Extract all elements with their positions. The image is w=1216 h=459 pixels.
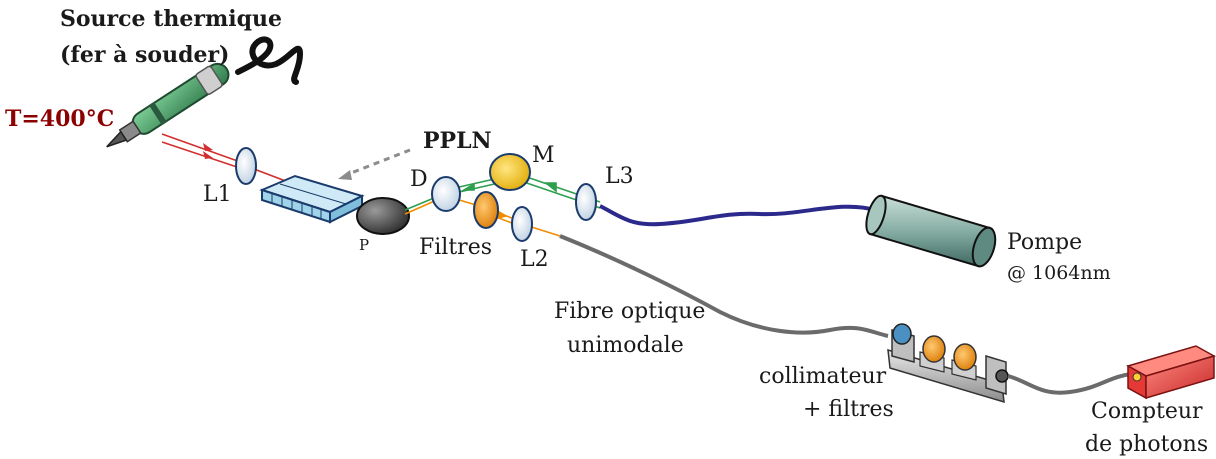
l3-label: L3 xyxy=(605,164,634,189)
p-label: P xyxy=(359,236,369,254)
d-label: D xyxy=(410,167,428,192)
collimateur-label-line1: collimateur xyxy=(759,364,887,389)
collimateur-label-line2: + filtres xyxy=(803,397,894,422)
m-label: M xyxy=(532,143,555,168)
source-title-line2: (fer à souder) xyxy=(60,42,229,68)
mirror-m xyxy=(489,153,531,191)
counter-fiber xyxy=(1007,372,1133,395)
ppln-pointer xyxy=(338,148,411,180)
pompe-label-line1: Pompe xyxy=(1007,230,1082,255)
filter xyxy=(473,191,499,229)
dichroic-d xyxy=(431,176,461,212)
soldering-iron-icon xyxy=(106,36,304,148)
lens-l2 xyxy=(511,206,533,242)
ppln-label: PPLN xyxy=(423,128,492,154)
source-title-line1: Source thermique xyxy=(60,6,282,32)
fibre-label-line2: unimodale xyxy=(567,333,684,358)
l2-label: L2 xyxy=(520,247,549,272)
compteur-label-line2: de photons xyxy=(1085,432,1208,457)
pompe-label-line2: @ 1064nm xyxy=(1007,262,1111,284)
compteur-label-line1: Compteur xyxy=(1091,399,1203,424)
filtres-label: Filtres xyxy=(419,235,492,260)
l1-label: L1 xyxy=(203,182,232,207)
laser-cylinder-icon xyxy=(865,194,997,268)
pump-fiber xyxy=(599,204,876,227)
lens-l3 xyxy=(575,183,597,221)
collimator-bench xyxy=(887,323,1009,404)
temperature-label: T=400°C xyxy=(5,106,114,132)
photon-counter-icon xyxy=(1126,345,1216,400)
ppln-crystal xyxy=(259,174,365,224)
fibre-label-line1: Fibre optique xyxy=(554,299,705,324)
lens-l1 xyxy=(235,147,257,185)
single-mode-fiber xyxy=(559,234,889,338)
prism-p xyxy=(356,197,410,235)
